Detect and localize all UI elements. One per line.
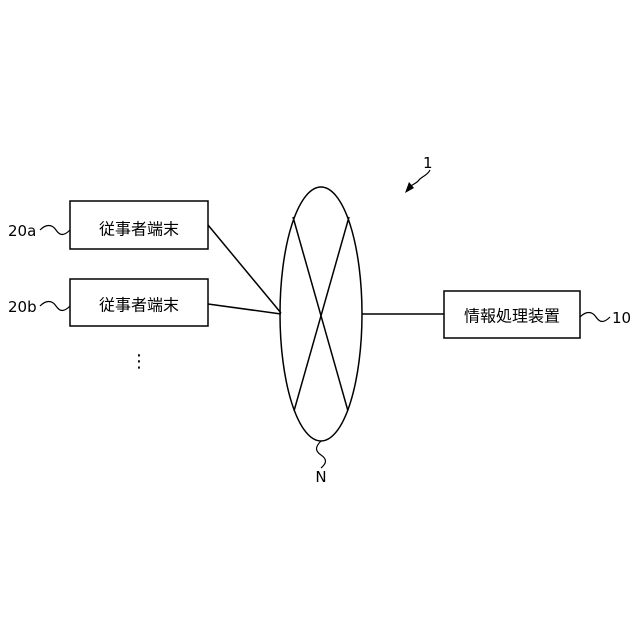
terminal-ref-label: 20b [8, 298, 37, 316]
server-ref-leader [580, 313, 610, 322]
server-10: 情報処理装置 10 [444, 291, 631, 338]
terminal-20a: 従事者端末 20a [8, 201, 208, 249]
terminal-ref-leader [40, 302, 70, 311]
server-label: 情報処理装置 [464, 307, 560, 326]
terminal-label: 従事者端末 [99, 296, 179, 315]
network-node: N [280, 187, 362, 486]
terminal-ref-label: 20a [8, 222, 36, 240]
system-ref-arrowhead [405, 182, 414, 193]
system-ref-label: 1 [423, 154, 433, 172]
connection-line-20a [208, 225, 281, 313]
terminal-label: 従事者端末 [99, 220, 179, 239]
network-ref-leader [317, 441, 326, 468]
system-ref-arrow-wave [409, 170, 430, 188]
network-ref-label: N [315, 468, 326, 486]
more-terminals-ellipsis: ⋮ [130, 351, 148, 372]
server-ref-label: 10 [612, 309, 631, 327]
terminal-20b: 従事者端末 20b [8, 279, 208, 326]
terminal-ref-leader [40, 226, 70, 235]
connection-line-20b [208, 304, 281, 314]
